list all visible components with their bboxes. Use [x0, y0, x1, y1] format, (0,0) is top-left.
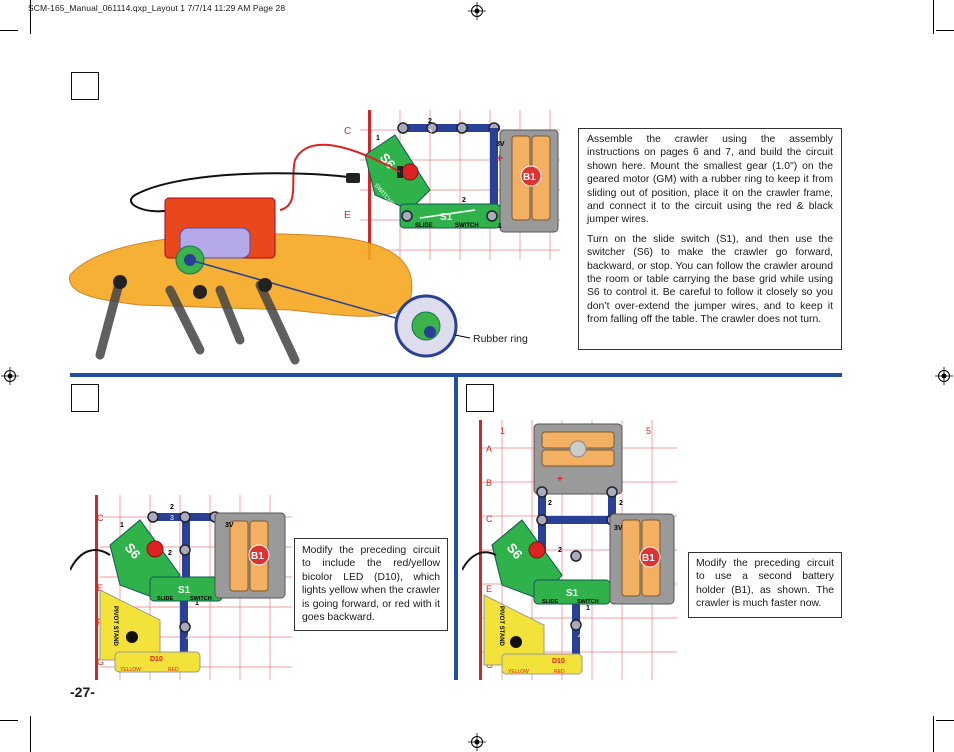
part-label: 1	[120, 522, 124, 529]
project-top-instructions: Assemble the crawler using the assembly …	[578, 128, 842, 350]
grid-row-label: B	[486, 478, 492, 488]
slide-text: SLIDE	[542, 599, 559, 605]
project-number-box	[466, 384, 494, 412]
grid-row-label: E	[486, 584, 492, 594]
print-slug: SCM-165_Manual_061114.qxp_Layout 1 7/7/1…	[28, 3, 286, 13]
slide-switch-label: S1	[178, 585, 191, 596]
led-yellow-text: YELLOW	[120, 667, 141, 673]
pivot-stand-label: PIVOT STAND	[498, 606, 504, 647]
slide-switch-label: S1	[566, 588, 579, 599]
wire-label: 3	[428, 129, 432, 136]
instruction-paragraph: Assemble the crawler using the assembly …	[587, 134, 833, 226]
crop-mark	[30, 0, 31, 34]
grid-row-label: C	[486, 514, 493, 524]
crop-mark	[933, 716, 934, 752]
project-right-instructions: Modify the preceding circuit to use a se…	[688, 552, 842, 618]
wire-label: 4	[578, 633, 582, 640]
wire-label: 2	[170, 504, 174, 511]
grid-row-label: E	[97, 583, 103, 593]
part-label: 2	[462, 197, 466, 204]
part-label: 1	[376, 135, 380, 142]
page-number: -27-	[70, 684, 95, 700]
crawler-circuit-illustration: C E 2 3 S6 SWITCHER 1 S1 SLIDE SWITCH 2 …	[69, 110, 560, 365]
crop-mark	[933, 0, 934, 34]
project-left-instructions: Modify the preceding circuit to include …	[294, 538, 448, 631]
grid-row-label: C	[344, 126, 351, 137]
svg-text:+: +	[557, 474, 563, 485]
led-label: D10	[150, 656, 163, 663]
led-yellow-text: YELLOW	[508, 669, 529, 675]
wire-label: 2	[558, 547, 562, 554]
battery-label: B1	[523, 172, 536, 183]
crop-mark	[0, 720, 18, 721]
voltage-label: 3V	[496, 141, 505, 148]
registration-mark-icon	[468, 2, 486, 20]
slide-text: SLIDE	[157, 596, 174, 602]
rubber-ring-callout: Rubber ring	[473, 333, 528, 345]
wire-label: 2	[548, 500, 552, 507]
switch-text: SWITCH	[455, 223, 479, 229]
voltage-label: 3V	[225, 522, 234, 529]
wire-label: 2	[428, 118, 432, 125]
wire-label: 2	[619, 500, 623, 507]
grid-row-label: G	[97, 657, 104, 667]
registration-mark-icon	[468, 733, 486, 751]
wire-label: 3	[170, 515, 174, 522]
crop-mark	[0, 30, 18, 31]
registration-mark-icon	[935, 367, 953, 385]
wire-label: 4	[186, 635, 190, 642]
led-red-text: RED	[168, 667, 179, 673]
pivot-stand-label: PIVOT STAND	[112, 606, 118, 647]
project-number-box	[71, 72, 99, 100]
instruction-paragraph: Modify the preceding circuit to use a se…	[696, 558, 834, 610]
slide-text: SLIDE	[415, 223, 433, 229]
registration-mark-icon	[1, 367, 19, 385]
grid-row-label: C	[97, 513, 104, 523]
slide-switch-label: S1	[440, 212, 453, 223]
double-battery-circuit-diagram: 1 5 A B C E F G + 2 2 2 1 4 S6 S1 SLIDE …	[462, 420, 677, 680]
part-label: 1	[498, 223, 502, 230]
crop-mark	[936, 30, 954, 31]
switch-text: SWITCH	[190, 596, 212, 602]
switch-text: SWITCH	[577, 599, 599, 605]
crop-mark	[30, 716, 31, 752]
instruction-paragraph: Modify the preceding circuit to include …	[302, 545, 440, 624]
instruction-paragraph: Turn on the slide switch (S1), and then …	[587, 233, 833, 326]
svg-text:+: +	[496, 151, 503, 165]
voltage-label: 3V	[614, 525, 623, 532]
wire-label: 1	[195, 600, 199, 607]
section-divider-vertical	[454, 373, 458, 680]
battery-label: B1	[251, 551, 264, 562]
battery-label: B1	[642, 553, 655, 564]
grid-row-label: A	[486, 444, 492, 454]
grid-row-label: E	[344, 210, 351, 221]
wire-label: 2	[168, 550, 172, 557]
grid-col-label: 1	[500, 426, 505, 436]
crop-mark	[936, 720, 954, 721]
project-number-box	[71, 384, 99, 412]
led-red-text: RED	[554, 669, 565, 675]
bicolor-led-circuit-diagram: C E F G 2 3 2 1 4 S6 1 S1 SLIDE SWITCH B…	[70, 495, 292, 680]
grid-col-label: 5	[646, 426, 651, 436]
led-label: D10	[552, 658, 565, 665]
wire-label: 1	[586, 605, 590, 612]
